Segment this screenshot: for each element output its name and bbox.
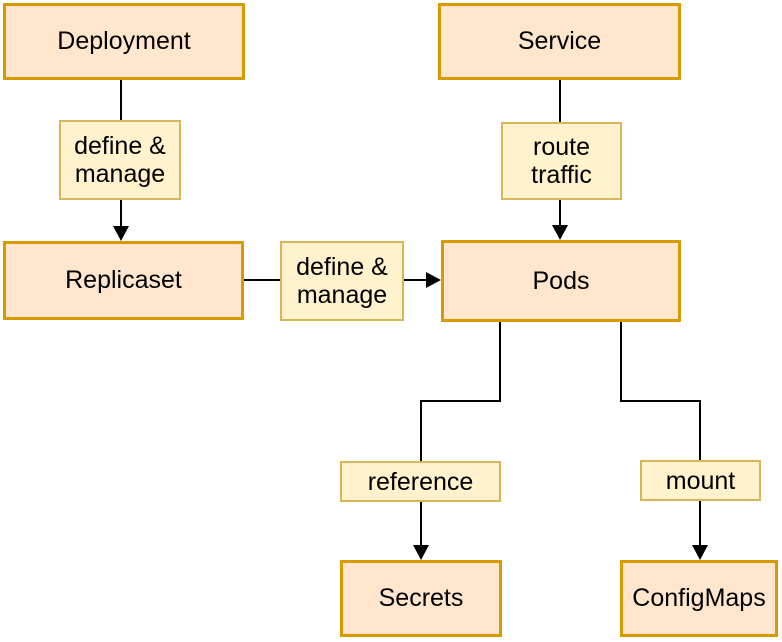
arrowhead-down-icon xyxy=(692,545,708,560)
node-deployment: Deployment xyxy=(3,3,245,80)
node-service: Service xyxy=(438,3,681,80)
edge-pods-secrets-line-segment xyxy=(499,322,501,402)
edge-pods-configmaps-line-segment xyxy=(620,400,701,402)
node-replicaset: Replicaset xyxy=(3,241,244,320)
arrowhead-down-icon xyxy=(552,225,568,240)
edge-label-route-traffic: route traffic xyxy=(501,122,622,200)
arrowhead-right-icon xyxy=(426,272,441,288)
edge-pods-secrets-line-segment xyxy=(420,400,501,402)
edge-pods-configmaps-line-segment xyxy=(620,322,622,402)
edge-label-reference: reference xyxy=(340,461,501,502)
edge-label-mount: mount xyxy=(640,460,761,501)
edge-label-define-manage-2: define & manage xyxy=(280,241,404,321)
arrowhead-down-icon xyxy=(413,545,429,560)
node-secrets: Secrets xyxy=(340,560,502,637)
arrowhead-down-icon xyxy=(113,226,129,241)
node-pods: Pods xyxy=(441,240,681,322)
edge-label-define-manage-1: define & manage xyxy=(59,120,181,200)
node-configmaps: ConfigMaps xyxy=(620,560,778,637)
